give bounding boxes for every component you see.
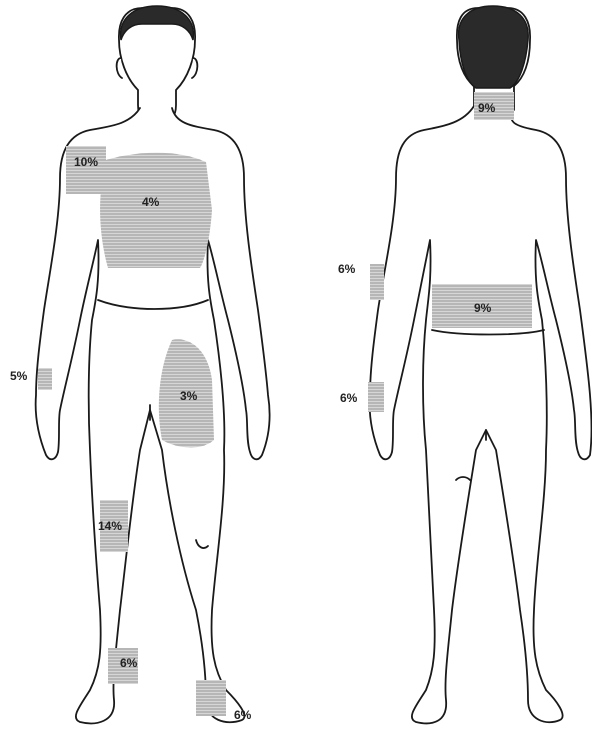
front-shade-shoulder xyxy=(66,146,106,194)
back-label-lower-back: 9% xyxy=(474,301,492,315)
front-shade-foot xyxy=(196,680,226,716)
front-figure xyxy=(36,6,270,723)
back-label-forearm: 6% xyxy=(340,391,358,405)
front-label-foot: 6% xyxy=(234,708,252,722)
back-label-neck: 9% xyxy=(478,101,496,115)
back-shade-forearm xyxy=(368,382,384,412)
back-label-upper-arm: 6% xyxy=(338,262,356,276)
front-shade-chest xyxy=(100,153,212,268)
front-label-thigh: 3% xyxy=(180,389,198,403)
back-body xyxy=(370,106,592,723)
front-label-forearm: 5% xyxy=(10,369,28,383)
front-label-chest: 4% xyxy=(142,195,160,209)
front-shade-forearm xyxy=(38,368,52,390)
front-label-shoulder: 10% xyxy=(74,155,98,169)
back-shade-upper-arm xyxy=(370,264,384,300)
front-label-ankle: 6% xyxy=(120,656,138,670)
back-hair xyxy=(459,6,529,88)
front-label-knee: 14% xyxy=(98,519,122,533)
